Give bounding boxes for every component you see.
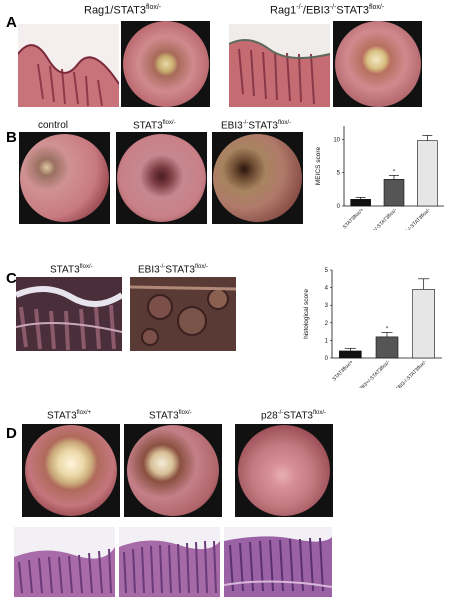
bar: [417, 140, 438, 207]
panel-a-title-right: Rag1-/-/EBI3-/-STAT3flox/-: [270, 4, 384, 17]
panel-letter-a: A: [6, 14, 17, 31]
y-tick-label: 10: [333, 137, 340, 143]
panel-a-title-left-sup: flox/-: [145, 4, 162, 11]
panel-b-label-stat3: STAT3flox/-: [133, 120, 176, 131]
panel-a-title-right-suffix: STAT3: [336, 4, 370, 17]
panel-a-title-right-sup1: -/-: [296, 4, 303, 11]
panel-c-label-ebi3-sup1: -/-: [159, 264, 166, 270]
category-label: EBI3+/-STAT3flox/-: [357, 359, 392, 388]
panel-b-label-ebi3-sup2: flox/-: [278, 120, 292, 126]
histology-image-d2: [119, 527, 220, 597]
bar: [412, 289, 435, 359]
panel-a-title-left-text: Rag1/STAT3: [84, 4, 146, 17]
panel-a-title-right-mid: /EBI3: [302, 4, 330, 17]
panel-letter-c: C: [6, 270, 17, 287]
significance-marker: *: [393, 169, 396, 175]
panel-d-label-1-text: STAT3: [47, 410, 77, 422]
endoscopy-image-b1: [19, 132, 110, 224]
panel-a-title-right-prefix: Rag1: [270, 4, 297, 17]
panel-d-label-2-sup: flox/-: [178, 410, 192, 416]
bar: [350, 199, 371, 207]
endoscopy-image-d1: [22, 424, 120, 517]
panel-b-label-stat3-sup: flox/-: [162, 120, 176, 126]
panel-a-title-right-sup3: flox/-: [369, 4, 385, 11]
y-tick-label: 5: [325, 268, 329, 274]
panel-letter-d: D: [6, 425, 17, 442]
panel-d-label-3-sup2: flox/-: [313, 410, 327, 416]
panel-b-label-stat3-text: STAT3: [133, 120, 163, 132]
category-label: STAT3flox/+: [331, 359, 354, 382]
histology-image-d3: [224, 527, 332, 597]
histology-image-a1: [18, 24, 119, 107]
panel-b-label-control: control: [38, 120, 69, 131]
endoscopy-image-a1: [121, 21, 210, 107]
panel-b-label-ebi3-mid: STAT3: [248, 120, 278, 132]
histology-image-c1: [16, 277, 122, 351]
panel-d-label-3: p28-/-STAT3flox/-: [261, 410, 326, 421]
panel-a-title-right-sup2: -/-: [329, 4, 337, 11]
panel-c-label-stat3-text: STAT3: [50, 264, 80, 276]
endoscopy-image-b2: [116, 132, 207, 224]
endoscopy-image-b3: [212, 132, 303, 224]
panel-b-label-ebi3-sup1: -/-: [242, 120, 249, 126]
panel-c-label-ebi3-sup2: flox/-: [195, 264, 209, 270]
panel-c-label-stat3-sup: flox/-: [79, 264, 93, 270]
panel-b-label-ebi3-text: EBI3: [221, 120, 243, 132]
histology-image-d1: [14, 527, 115, 597]
category-label: EBI3+/-STAT3flox/-: [364, 207, 399, 230]
panel-c-label-ebi3: EBI3-/-STAT3flox/-: [138, 264, 208, 275]
y-tick-label: 0: [325, 356, 329, 362]
y-axis-label: histological score: [303, 289, 310, 339]
panel-d-label-3-prefix: p28: [261, 410, 278, 422]
y-tick-label: 5: [337, 171, 341, 177]
category-label: STAT3flox/+: [342, 207, 365, 230]
significance-marker: *: [386, 326, 389, 332]
endoscopy-image-a2: [333, 21, 422, 107]
bar: [375, 336, 399, 359]
panel-d-label-1: STAT3flox/+: [47, 410, 91, 421]
panel-d-label-3-sup1: -/-: [277, 410, 284, 416]
panel-c-label-ebi3-text: EBI3: [138, 264, 160, 276]
bar: [339, 350, 362, 359]
histology-image-a2: [229, 24, 330, 107]
endoscopy-image-d2: [124, 424, 222, 517]
y-axis-label: MEICS score: [315, 146, 322, 185]
category-label: EBI3-/-STAT3flox/-: [398, 207, 432, 230]
panel-c-label-stat3: STAT3flox/-: [50, 264, 93, 275]
y-tick-label: 4: [325, 286, 329, 292]
histology-image-c2: [130, 277, 236, 351]
y-tick-label: 3: [325, 303, 329, 309]
panel-a-title-left: Rag1/STAT3flox/-: [84, 4, 161, 17]
panel-d-label-1-sup: flox/+: [76, 410, 92, 416]
panel-letter-b: B: [6, 129, 17, 146]
endoscopy-image-d3: [235, 424, 333, 517]
panel-d-label-3-mid: STAT3: [283, 410, 313, 422]
category-label: EBI3-/-STAT3flox/-: [395, 359, 429, 388]
bar: [383, 179, 405, 207]
panel-b-label-ebi3: EBI3-/-STAT3flox/-: [221, 120, 291, 131]
y-tick-label: 0: [337, 204, 341, 210]
y-tick-label: 1: [325, 338, 329, 344]
panel-c-label-ebi3-mid: STAT3: [165, 264, 195, 276]
panel-d-label-2: STAT3flox/-: [149, 410, 192, 421]
y-tick-label: 2: [325, 321, 329, 327]
panel-d-label-2-text: STAT3: [149, 410, 179, 422]
